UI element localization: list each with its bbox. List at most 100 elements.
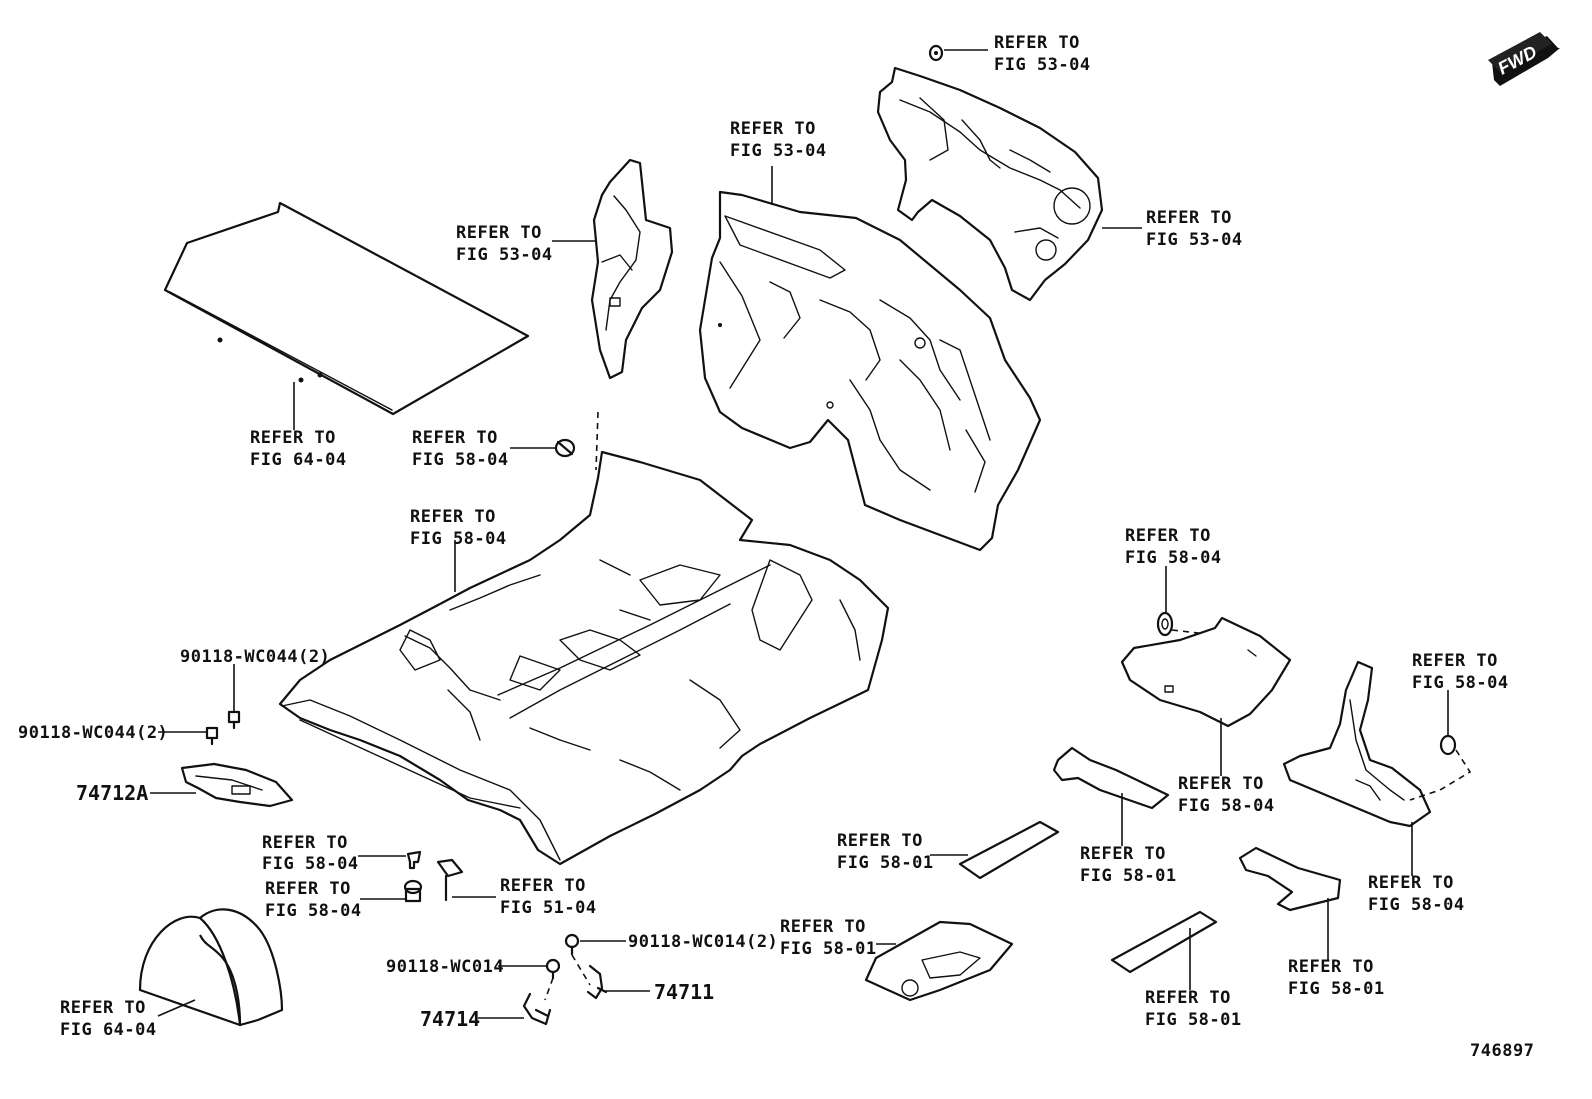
callout-refer-58-01-c: REFER TO FIG 58-01 [780,917,877,959]
callout-refer-53-04-left: REFER TO FIG 53-04 [456,223,553,265]
callout-line2: FIG 58-01 [780,939,877,959]
callout-line2: FIG 58-01 [1080,866,1177,886]
callout-line2: FIG 58-04 [410,529,507,549]
spacer-pad-part [864,920,1014,1002]
leader-lines [150,49,1449,1019]
callout-line1: REFER TO [1125,526,1211,546]
callout-line1: REFER TO [780,917,866,937]
floor-carpet-part [278,450,890,866]
callout-refer-58-04-sidepad: REFER TO FIG 58-04 [1368,873,1465,915]
callout-line2: FIG 58-04 [262,854,359,874]
clip-icon [564,933,580,956]
spacer-pad-part [1052,746,1170,810]
spacer-pad-part [1238,846,1342,912]
callout-refer-53-04-dash: REFER TO FIG 53-04 [730,119,827,161]
bolt-icon [205,726,219,746]
fastener-icon [436,858,464,902]
callout-refer-58-01-a: REFER TO FIG 58-01 [837,831,934,873]
nut-icon [1156,611,1174,637]
fwd-arrow-icon: FWD [1488,32,1560,86]
guide-line [544,977,554,1001]
callout-refer-51-04: REFER TO FIG 51-04 [500,876,597,918]
callout-refer-58-01-d: REFER TO FIG 58-01 [1145,988,1242,1030]
callout-line2: FIG 53-04 [994,55,1091,75]
callout-line1: REFER TO [730,119,816,139]
callout-refer-58-01-e: REFER TO FIG 58-01 [1288,957,1385,999]
callout-line2: FIG 58-04 [412,450,509,470]
callout-line2: FIG 64-04 [250,450,347,470]
callout-line1: REFER TO [994,33,1080,53]
dash-silencer-part [876,66,1104,302]
callout-line1: REFER TO [1368,873,1454,893]
callout-line2: FIG 58-04 [1412,673,1509,693]
grommet-icon [928,44,944,62]
bolt-icon [227,710,241,730]
callout-line2: FIG 58-04 [1178,796,1275,816]
callout-line1: REFER TO [250,428,336,448]
side-pad-part [1282,660,1432,828]
callout-line1: REFER TO [1080,844,1166,864]
callout-line1: REFER TO [265,879,351,899]
bracket-part [180,762,294,808]
callout-refer-58-04-side: REFER TO FIG 58-04 [1412,651,1509,693]
callout-refer-64-04-mat: REFER TO FIG 64-04 [250,428,347,470]
callout-line2: FIG 53-04 [456,245,553,265]
callout-refer-58-04-carpet: REFER TO FIG 58-04 [410,507,507,549]
part-number-bolt-upper: 90118-WC044(2) [180,647,330,667]
callout-line2: FIG 53-04 [1146,230,1243,250]
callout-line2: FIG 58-01 [1288,979,1385,999]
callout-refer-53-04-right: REFER TO FIG 53-04 [1146,208,1243,250]
side-insulator-part [590,158,674,380]
callout-line2: FIG 58-01 [1145,1010,1242,1030]
callout-line1: REFER TO [1145,988,1231,1008]
spacer-pad-part [1110,910,1218,974]
callout-refer-58-04-nut: REFER TO FIG 58-04 [1125,526,1222,568]
wheelhouse-cover-part [138,908,284,1027]
guide-line [571,954,591,986]
diagram-id: 746897 [1470,1041,1534,1061]
guide-line [595,411,599,471]
part-number-clip-left: 90118-WC014 [386,957,504,977]
callout-line1: REFER TO [60,998,146,1018]
hook-part [522,992,552,1026]
callout-line1: REFER TO [410,507,496,527]
callout-refer-58-04-clip: REFER TO FIG 58-04 [412,428,509,470]
clip-icon [554,438,576,458]
part-number-hook-left: 74714 [420,1007,480,1031]
callout-refer-53-04-top: REFER TO FIG 53-04 [994,33,1091,75]
callout-line1: REFER TO [1178,774,1264,794]
part-number-bracket: 74712A [76,781,148,805]
spacer-pad-part [958,820,1060,880]
callout-line2: FIG 58-04 [1125,548,1222,568]
pin-icon [406,850,422,870]
callout-line1: REFER TO [1146,208,1232,228]
guide-line [1409,749,1472,801]
callout-refer-58-04-grommet: REFER TO FIG 58-04 [265,879,362,921]
callout-line1: REFER TO [837,831,923,851]
callout-line2: FIG 64-04 [60,1020,157,1040]
callout-line2: FIG 58-04 [265,901,362,921]
callout-line2: FIG 51-04 [500,898,597,918]
callout-refer-58-01-b: REFER TO FIG 58-01 [1080,844,1177,886]
part-number-hook-right: 74711 [654,980,714,1004]
callout-line1: REFER TO [456,223,542,243]
callout-line1: REFER TO [412,428,498,448]
clip-icon [545,958,561,980]
hook-part [586,964,608,1000]
callout-refer-58-04-pin: REFER TO FIG 58-04 [262,833,359,874]
callout-line1: REFER TO [262,833,348,853]
callout-line1: REFER TO [1288,957,1374,977]
trunk-mat-part [163,201,530,416]
callout-line2: FIG 53-04 [730,141,827,161]
dash-insulator-part [698,190,1042,552]
floor-pad-part [1120,616,1292,728]
callout-line1: REFER TO [500,876,586,896]
callout-refer-58-04-pad: REFER TO FIG 58-04 [1178,774,1275,816]
callout-refer-64-04-wheelhouse: REFER TO FIG 64-04 [60,998,157,1040]
grommet-icon [403,879,423,903]
callout-line2: FIG 58-04 [1368,895,1465,915]
nut-icon [1439,734,1457,756]
callout-line2: FIG 58-01 [837,853,934,873]
callout-line1: REFER TO [1412,651,1498,671]
